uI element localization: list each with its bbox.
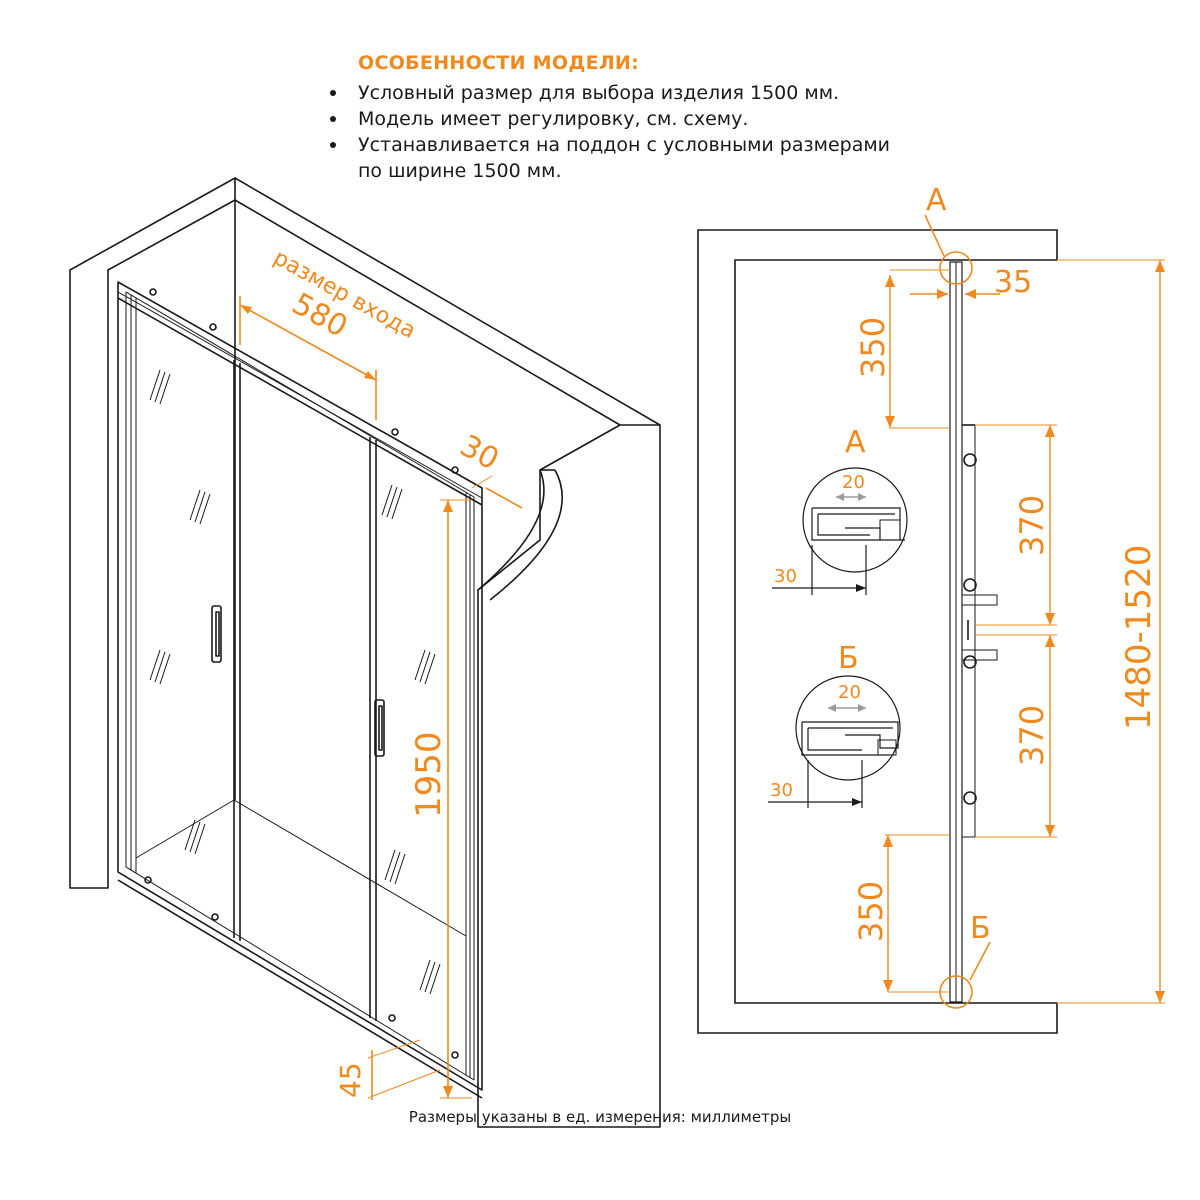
units-footnote: Размеры указаны в ед. измерения: миллиме… xyxy=(408,1108,792,1126)
bottom-gap-value: 45 xyxy=(334,1062,367,1098)
features-title: ОСОБЕННОСТИ МОДЕЛИ: xyxy=(358,52,640,74)
detail-b-label: Б xyxy=(838,641,859,676)
detail-a: А 20 30 xyxy=(772,425,908,595)
detail-b: Б 20 30 xyxy=(768,641,901,808)
wall-offset-value: 35 xyxy=(994,265,1032,300)
middle-lower-value: 370 xyxy=(1013,705,1051,766)
detail-b-depth: 30 xyxy=(770,780,793,801)
detail-b-adjust: 20 xyxy=(838,682,861,703)
callout-a-circle xyxy=(939,251,973,285)
plan-callouts xyxy=(924,214,991,1009)
height-value: 1950 xyxy=(409,731,449,818)
bullet-icon xyxy=(330,116,336,122)
callout-b-label: Б xyxy=(970,911,991,946)
left-dimension-labels: размер входа 580 30 1950 45 xyxy=(269,245,504,1098)
feature-item: Устанавливается на поддон с условными ра… xyxy=(330,132,970,184)
bullet-icon xyxy=(330,90,336,96)
plan-view xyxy=(697,229,1058,1034)
detail-a-depth: 30 xyxy=(774,566,797,587)
profile-offset-value: 30 xyxy=(454,428,504,477)
detail-b-circle xyxy=(795,675,901,781)
detail-a-adjust: 20 xyxy=(842,472,865,493)
middle-upper-value: 370 xyxy=(1013,495,1051,556)
left-dimensions xyxy=(239,296,523,1100)
detail-a-label: А xyxy=(845,425,866,460)
plan-dimension-labels: 35 350 370 370 350 1480-1520 xyxy=(852,265,1159,942)
top-segment-value: 350 xyxy=(854,317,892,378)
feature-item: Модель имеет регулировку, см. схему. xyxy=(330,106,970,132)
callout-a-label: А xyxy=(926,183,947,218)
shower-door-perspective xyxy=(117,281,483,1099)
feature-item: Условный размер для выбора изделия 1500 … xyxy=(330,80,970,106)
glass-reflections xyxy=(149,369,441,995)
model-features: ОСОБЕННОСТИ МОДЕЛИ: Условный размер для … xyxy=(330,52,970,184)
bullet-icon xyxy=(330,142,336,148)
room-walls xyxy=(69,177,661,1128)
detail-a-circle xyxy=(802,467,908,573)
plan-dimensions xyxy=(883,259,1165,1004)
features-list: Условный размер для выбора изделия 1500 … xyxy=(330,80,970,184)
bottom-segment-value: 350 xyxy=(852,881,890,942)
total-range-value: 1480-1520 xyxy=(1119,545,1159,730)
